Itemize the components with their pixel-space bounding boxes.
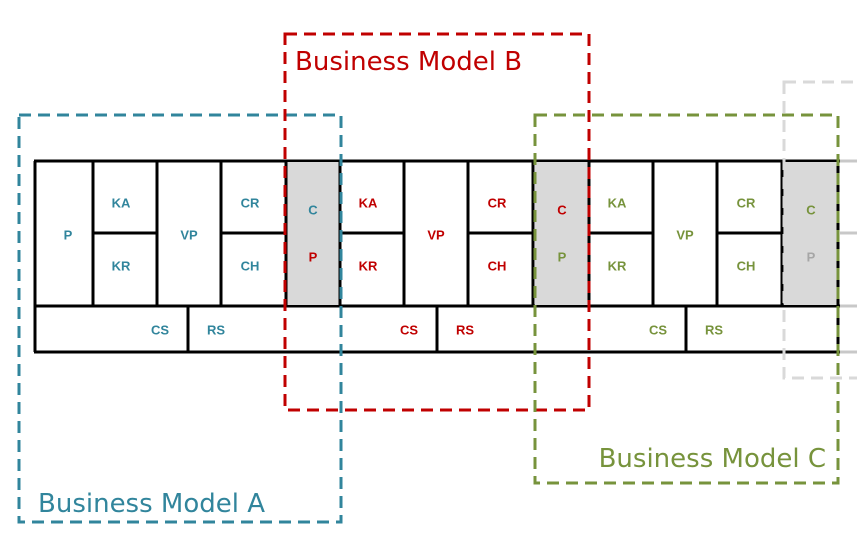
shared-cell-c-0: C [308, 202, 318, 217]
cell-ch-b: CH [488, 258, 507, 273]
shared-cell-p-1: P [558, 249, 567, 264]
cell-ka-b: KA [359, 195, 378, 210]
shared-cell-bc [535, 162, 589, 305]
shared-cell-c-2: C [806, 202, 816, 217]
shared-cell-c-1: C [557, 202, 567, 217]
title-business-model-a: Business Model A [38, 489, 265, 519]
cell-cr-a: CR [241, 195, 260, 210]
dashed-box-model-next [782, 80, 857, 380]
cell-rs-b: RS [456, 322, 474, 337]
cell-rs-a: RS [207, 322, 225, 337]
cell-cs-a: CS [151, 322, 169, 337]
dashed-box-model-c [533, 113, 840, 485]
shared-cell-c-next [784, 162, 838, 305]
dashed-box-model-a [17, 113, 343, 524]
cell-vp-a: VP [180, 227, 198, 242]
title-business-model-c: Business Model C [599, 444, 826, 474]
cell-rs-c: RS [705, 322, 723, 337]
cell-ka-c: KA [608, 195, 627, 210]
cell-ch-a: CH [241, 258, 260, 273]
title-business-model-b: Business Model B [295, 47, 522, 77]
cell-p-a: P [64, 227, 73, 242]
cell-vp-b: VP [427, 227, 445, 242]
cell-ka-a: KA [112, 195, 131, 210]
shared-cell-p-0: P [309, 249, 318, 264]
cell-kr-a: KR [112, 258, 131, 273]
cell-kr-c: KR [608, 258, 627, 273]
cell-cs-c: CS [649, 322, 667, 337]
shared-cell-p-2: P [807, 249, 816, 264]
cell-ch-c: CH [737, 258, 756, 273]
cell-cr-b: CR [488, 195, 507, 210]
cell-cr-c: CR [737, 195, 756, 210]
dashed-box-model-b [283, 32, 591, 412]
shared-cell-ab [286, 162, 340, 305]
cell-cs-b: CS [400, 322, 418, 337]
cell-vp-c: VP [676, 227, 694, 242]
cell-kr-b: KR [359, 258, 378, 273]
